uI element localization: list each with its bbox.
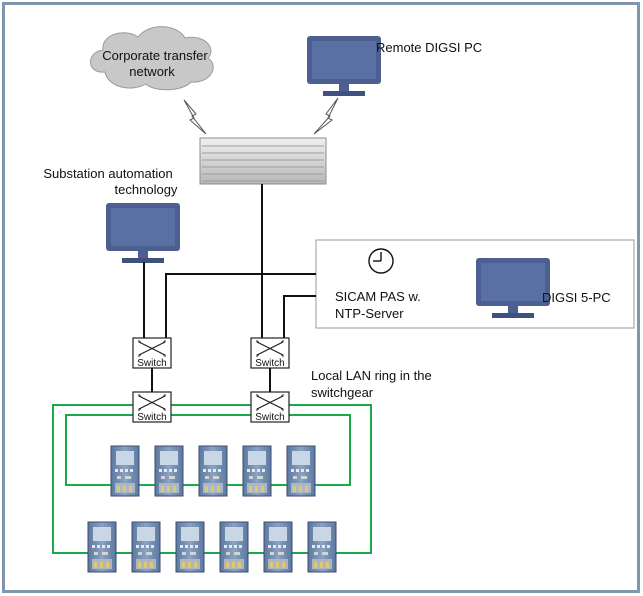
switch-label: Switch [137,412,166,423]
switch-icon: Switch [132,337,172,369]
substation-monitor-icon [106,203,180,263]
switch-icon: Switch [132,391,172,423]
digsi5-label: DIGSI 5-PC [542,290,611,305]
device-row-1 [110,445,316,497]
cloud-label-line1: Corporate transfer [102,48,208,63]
protection-device-icon [198,445,228,497]
lan-label-line2: switchgear [311,385,374,400]
lightning-icon [183,99,207,135]
protection-device-icon [131,521,161,573]
lan-label-line1: Local LAN ring in the [311,368,432,383]
sicam-label-line2: NTP-Server [335,306,404,321]
protection-device-icon [219,521,249,573]
cloud-label-line2: network [129,64,175,79]
switch-icon: Switch [250,337,290,369]
remote-pc-label: Remote DIGSI PC [376,40,482,55]
protection-device-icon [263,521,293,573]
substation-label-line1: Substation automation [43,166,172,181]
switch-label: Switch [137,358,166,369]
protection-device-icon [110,445,140,497]
device-row-2 [87,521,337,573]
switch-label: Switch [255,358,284,369]
router-stack-icon [199,137,327,185]
switch-label: Switch [255,412,284,423]
clock-icon [368,248,394,274]
protection-device-icon [175,521,205,573]
protection-device-icon [242,445,272,497]
substation-label-line2: technology [115,182,178,197]
protection-device-icon [87,521,117,573]
protection-device-icon [307,521,337,573]
protection-device-icon [154,445,184,497]
remote-pc-monitor-icon [307,36,381,96]
sicam-label-line1: SICAM PAS w. [335,289,421,304]
control-room-box [315,239,635,329]
lightning-icon [313,97,339,135]
cable-lines [143,184,316,392]
cloud-icon [90,26,214,91]
switch-icon: Switch [250,391,290,423]
protection-device-icon [286,445,316,497]
